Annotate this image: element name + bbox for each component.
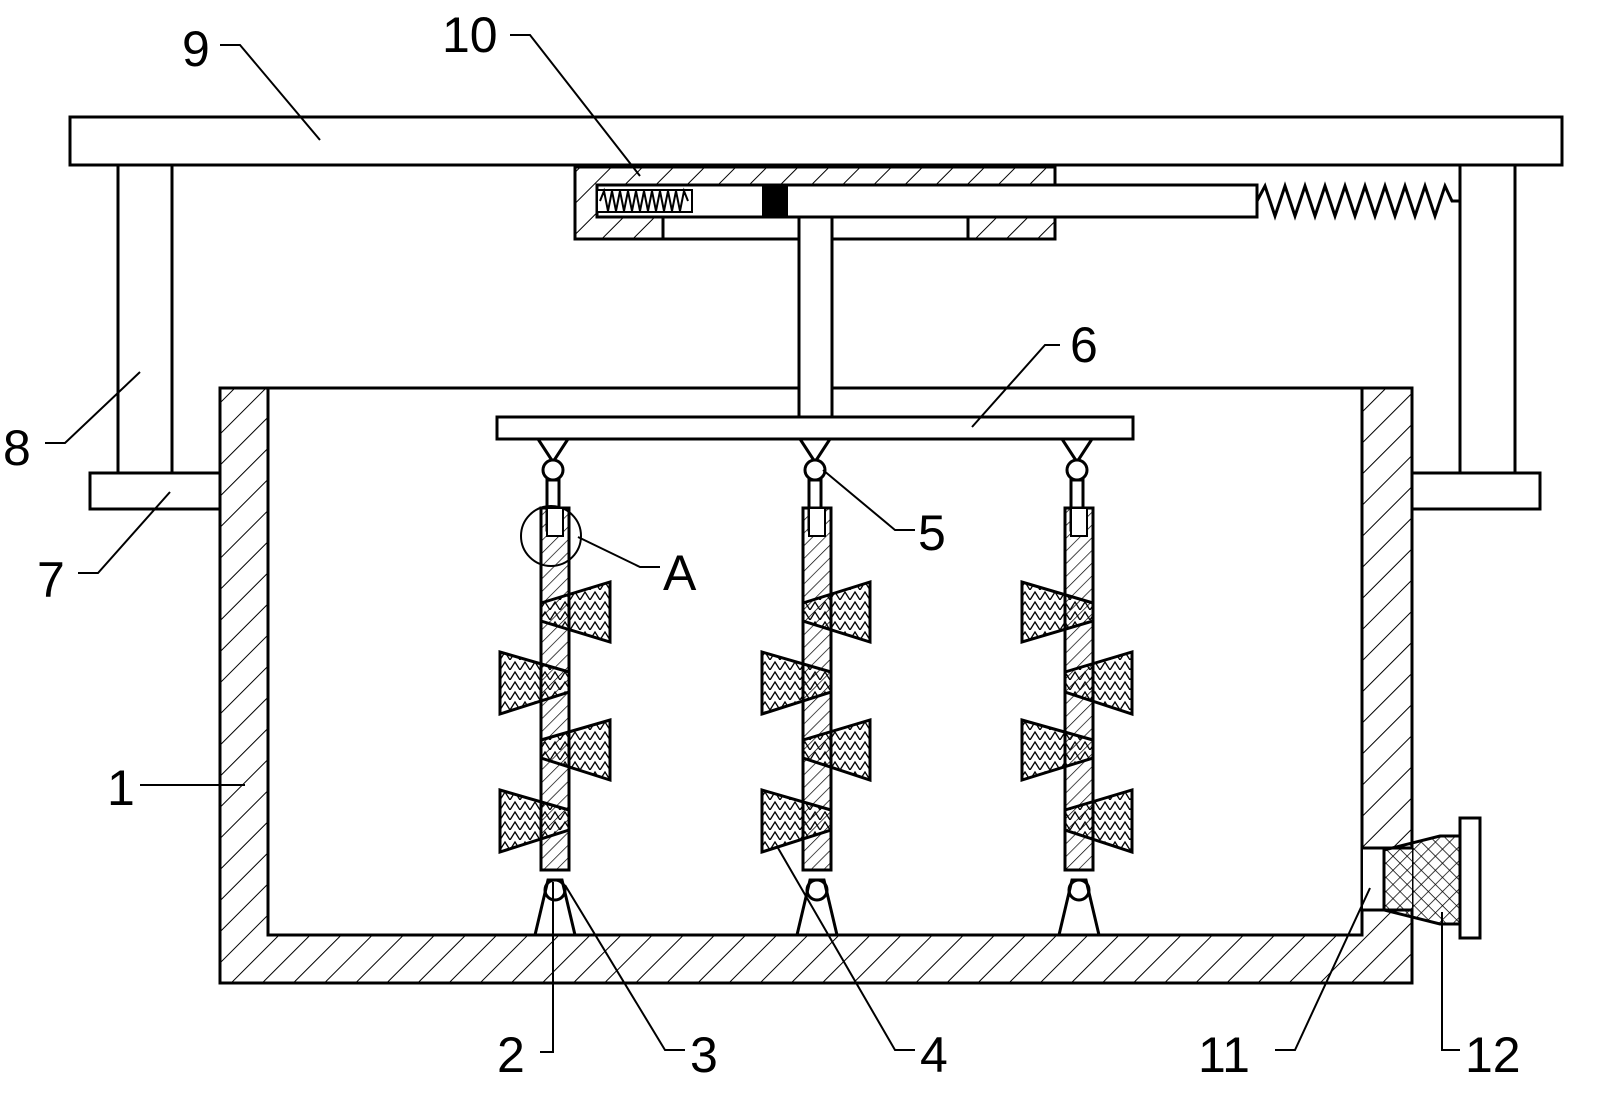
- label-6: 6: [1070, 317, 1098, 373]
- label-8: 8: [3, 420, 31, 476]
- crossbar: [495, 415, 1135, 441]
- label-4: 4: [920, 1027, 948, 1083]
- top-plate: [68, 115, 1564, 167]
- vertical-shaft: [797, 215, 834, 419]
- label-3: 3: [690, 1027, 718, 1083]
- label-10: 10: [442, 7, 498, 63]
- label-12: 12: [1465, 1027, 1521, 1083]
- label-7: 7: [37, 552, 65, 608]
- left-support-column: [116, 163, 174, 475]
- stirring-column-2: [760, 438, 872, 936]
- label-a: A: [663, 545, 697, 601]
- detail-circle-a: [520, 505, 582, 567]
- outlet-valve: [1382, 816, 1482, 940]
- right-support-column: [1458, 163, 1517, 475]
- right-bracket: [1410, 471, 1542, 511]
- left-bracket: [88, 471, 222, 511]
- label-11: 11: [1198, 1027, 1250, 1083]
- slider-block: [762, 185, 788, 217]
- outer-spring: [1255, 181, 1460, 221]
- leader-lines: [45, 34, 1460, 1053]
- label-5: 5: [918, 505, 946, 561]
- label-1: 1: [107, 760, 135, 816]
- stirring-column-1: [498, 438, 612, 936]
- label-2: 2: [497, 1027, 525, 1083]
- label-9: 9: [182, 21, 210, 77]
- inner-spring: [596, 187, 693, 213]
- slide-mechanism: [573, 165, 1259, 241]
- stirring-column-3: [1020, 438, 1134, 936]
